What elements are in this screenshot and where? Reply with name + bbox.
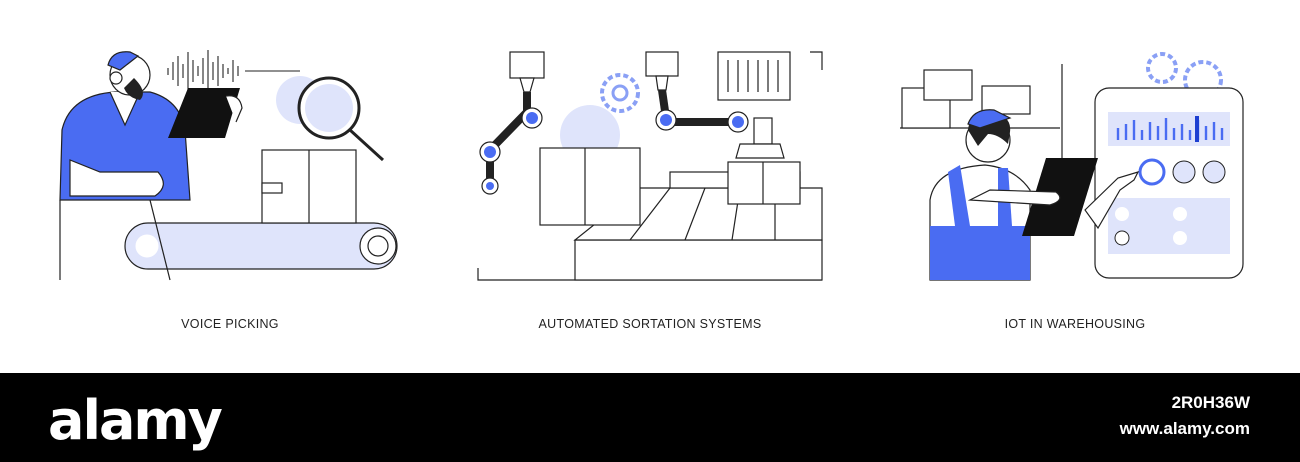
site-url: www.alamy.com [1119, 419, 1250, 438]
illustration-canvas: VOICE PICKING [40, 0, 1260, 373]
panel-caption: AUTOMATED SORTATION SYSTEMS [538, 317, 762, 331]
voice-picking-panel: VOICE PICKING [40, 0, 420, 373]
iot-illustration [900, 52, 1244, 281]
voice-picking-illustration [59, 50, 398, 281]
panel-caption: VOICE PICKING [181, 317, 279, 331]
iot-panel: IOT IN WAREHOUSING [890, 0, 1260, 373]
image-id: 2R0H36W [1171, 393, 1250, 412]
brand-logo: alamy [48, 389, 223, 452]
sortation-illustration [477, 51, 823, 281]
sortation-panel: AUTOMATED SORTATION SYSTEMS [470, 0, 830, 373]
panel-caption: IOT IN WAREHOUSING [1004, 317, 1146, 331]
watermark-bar: alamy 2R0H36W www.alamy.com [0, 373, 1300, 462]
